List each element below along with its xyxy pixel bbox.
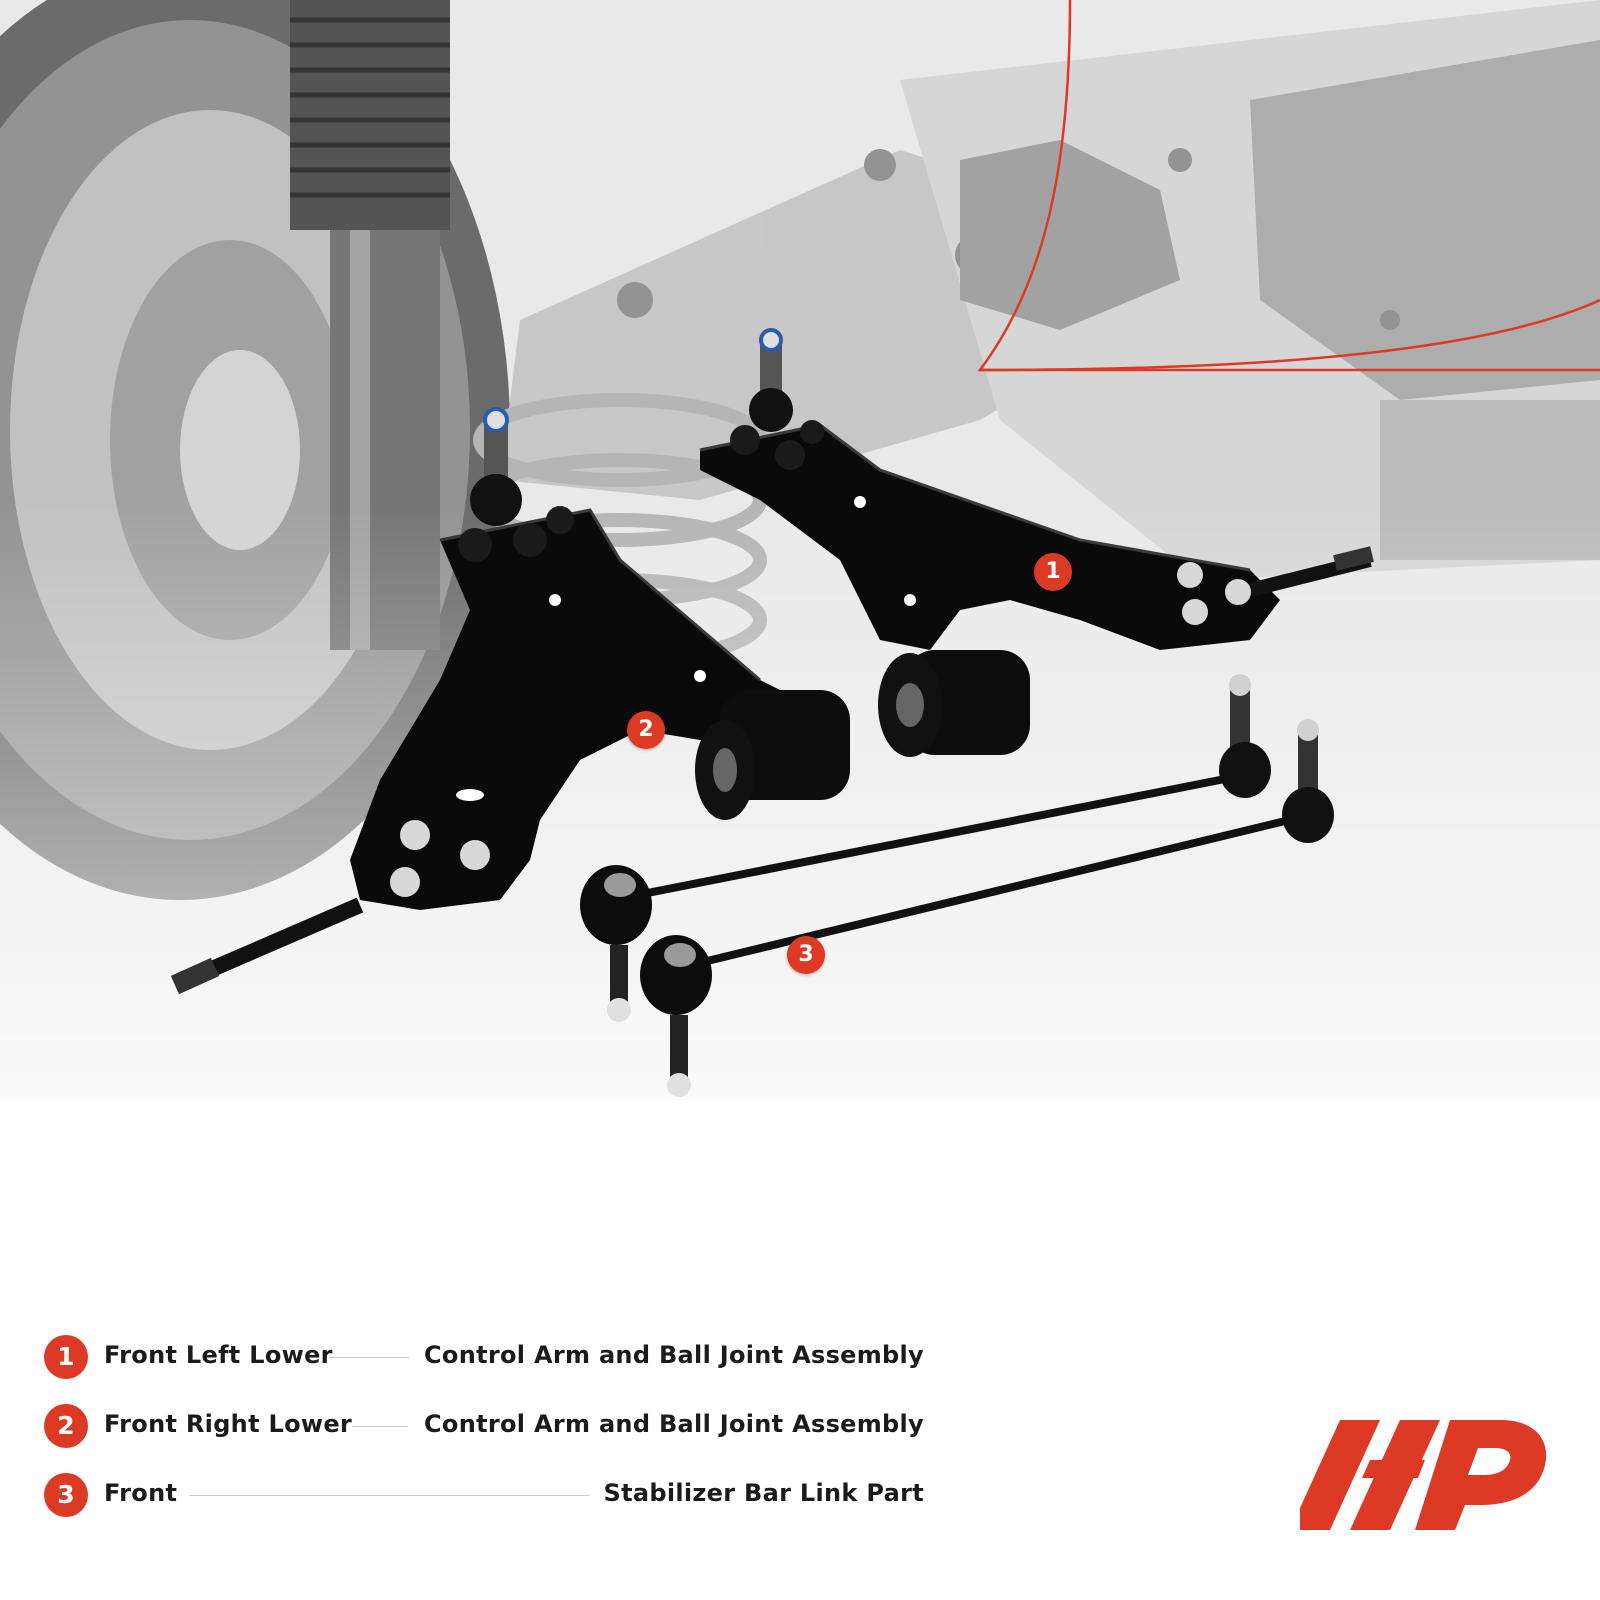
parts-legend: 1 Front Left Lower Control Arm and Ball …	[44, 1335, 924, 1542]
legend-divider	[329, 1357, 409, 1358]
stabilizer-bar-links	[580, 674, 1334, 1097]
suspension-scene	[0, 0, 1600, 1180]
callout-2: 2	[627, 711, 665, 749]
legend-row-3: 3 Front Stabilizer Bar Link Part	[44, 1473, 924, 1542]
product-photo: 1 2 3	[0, 0, 1600, 1180]
legend-number-2: 2	[44, 1404, 88, 1448]
legend-number-1: 1	[44, 1335, 88, 1379]
legend-part-2: Control Arm and Ball Joint Assembly	[424, 1410, 924, 1438]
control-arm-front-left	[699, 328, 1374, 757]
legend-position-3: Front	[104, 1479, 178, 1507]
accent-curve	[977, 0, 1600, 372]
legend-row-2: 2 Front Right Lower Control Arm and Ball…	[44, 1404, 924, 1473]
callout-3: 3	[787, 936, 825, 974]
brand-logo-icon	[1300, 1420, 1547, 1530]
legend-position-1: Front Left Lower	[104, 1341, 333, 1369]
legend-row-1: 1 Front Left Lower Control Arm and Ball …	[44, 1335, 924, 1404]
legend-part-1: Control Arm and Ball Joint Assembly	[424, 1341, 924, 1369]
callout-1: 1	[1034, 553, 1072, 591]
legend-number-3: 3	[44, 1473, 88, 1517]
legend-divider	[189, 1495, 589, 1496]
control-arm-front-right	[170, 407, 850, 995]
legend-part-3: Stabilizer Bar Link Part	[603, 1479, 924, 1507]
legend-divider	[352, 1426, 408, 1427]
legend-position-2: Front Right Lower	[104, 1410, 353, 1438]
